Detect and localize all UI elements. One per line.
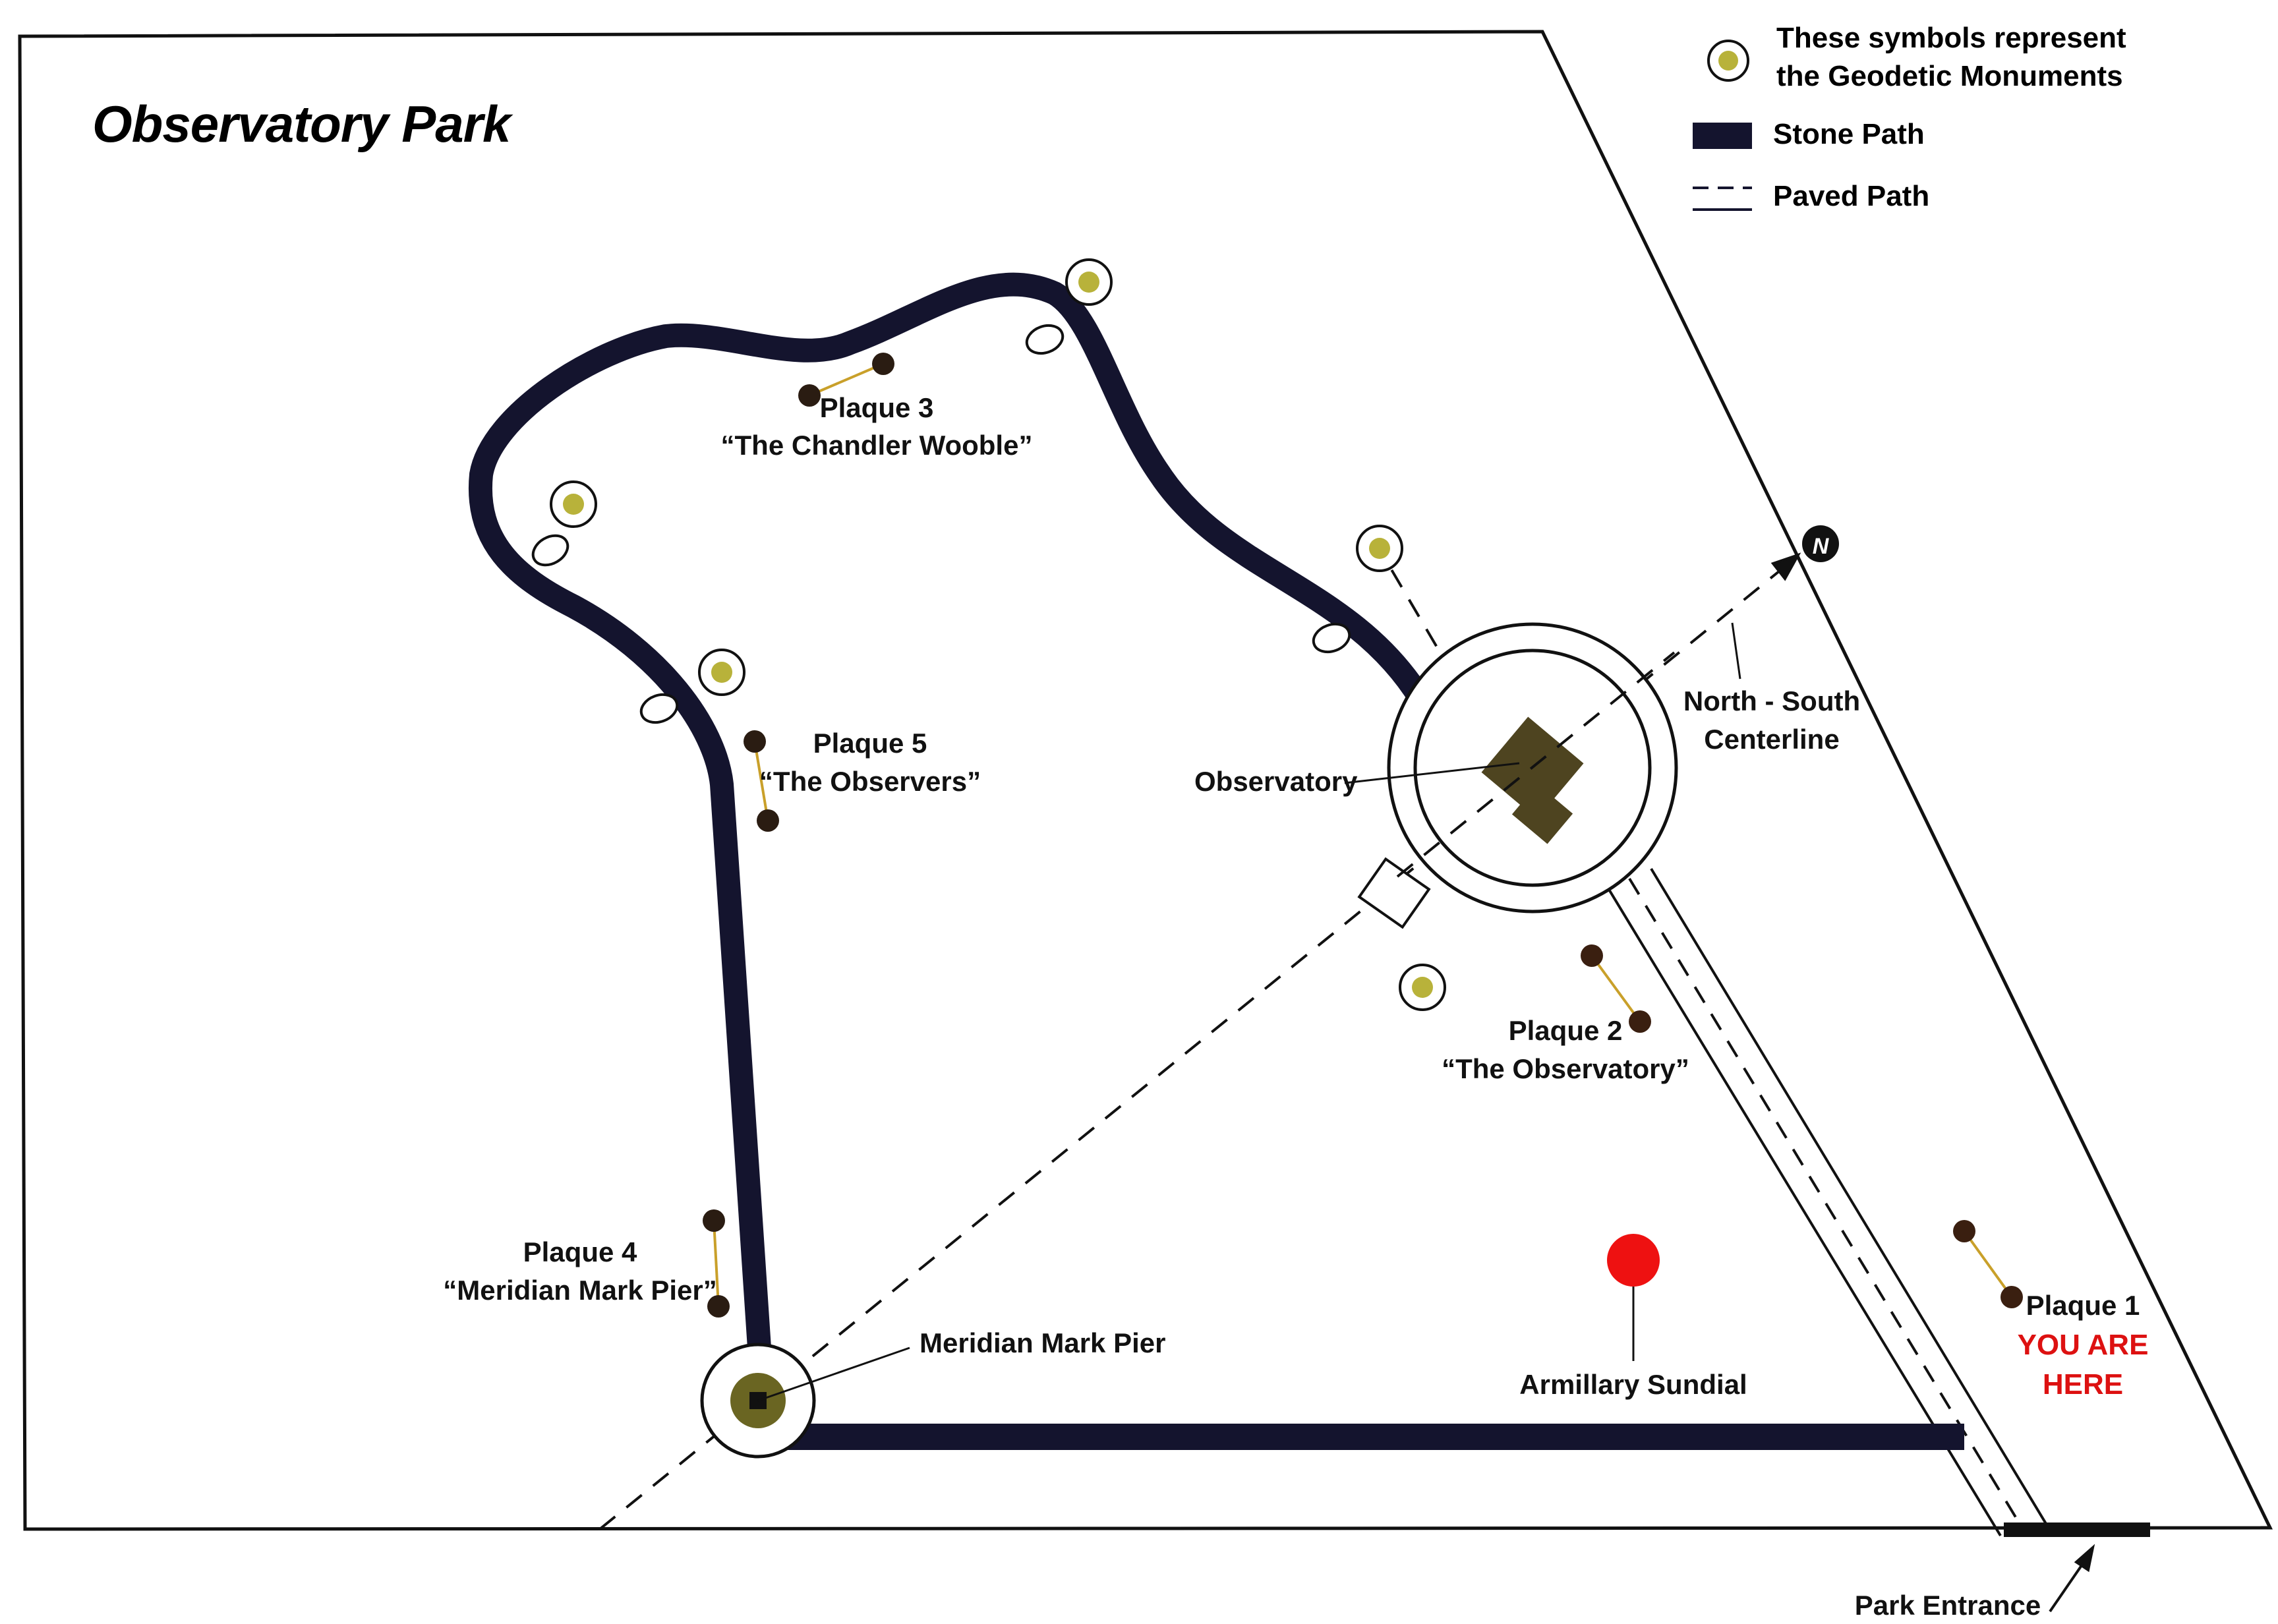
legend-paved-path-swatch <box>1693 187 1752 211</box>
plaque-2-marker <box>1581 944 1651 1033</box>
meridian-mark-pier-leader <box>757 1347 910 1402</box>
centerline-leader <box>1731 622 1741 680</box>
plaque-2-label: Plaque 2 <box>1509 1015 1623 1046</box>
observatory-leader <box>1344 762 1520 784</box>
plaque-2-subtitle: “The Observatory” <box>1442 1053 1689 1084</box>
observatory-label: Observatory <box>1194 766 1358 797</box>
plaque-1-marker <box>1953 1220 2023 1308</box>
centerline-label-2: Centerline <box>1704 724 1839 755</box>
legend-monument-label-1: These symbols represent <box>1776 22 2126 54</box>
legend-stone-path-label: Stone Path <box>1773 118 1925 150</box>
north-arrow-icon: N <box>1802 525 1839 562</box>
plaque-5-marker <box>744 730 779 832</box>
legend-monument-label-2: the Geodetic Monuments <box>1776 60 2123 92</box>
plaque-5-label: Plaque 5 <box>813 728 927 759</box>
plaque-5-subtitle: “The Observers” <box>759 766 981 797</box>
plaque-4-label: Plaque 4 <box>523 1236 637 1267</box>
plaque-3-subtitle: “The Chandler Wooble” <box>721 430 1033 461</box>
park-boundary <box>18 30 2273 1531</box>
park-entrance-label: Park Entrance <box>1855 1590 2041 1621</box>
plaque-4-subtitle: “Meridian Mark Pier” <box>443 1275 716 1306</box>
geodetic-monument-icon <box>1065 258 1113 306</box>
geodetic-monument-icon <box>550 480 597 528</box>
legend-monument-icon <box>1707 40 1749 82</box>
plaque-3-label: Plaque 3 <box>820 392 934 423</box>
meridian-mark-pier-label: Meridian Mark Pier <box>920 1327 1165 1358</box>
centerline-label-1: North - South <box>1683 685 1860 716</box>
map-title: Observatory Park <box>92 95 513 153</box>
geodetic-monument-icon <box>698 649 745 696</box>
you-are-here-label-2: HERE <box>2043 1368 2123 1401</box>
path-bumps <box>531 324 1351 724</box>
legend-paved-path-label: Paved Path <box>1773 180 1929 212</box>
park-entrance-arrow-icon <box>2049 1544 2095 1613</box>
centerline-overlay <box>1396 651 1676 878</box>
geodetic-monument-icon <box>1356 525 1403 572</box>
armillary-sundial-label: Armillary Sundial <box>1519 1369 1747 1400</box>
legend: These symbols represent the Geodetic Mon… <box>1693 22 2126 212</box>
stone-path <box>468 272 1432 1389</box>
geodetic-monument-icon <box>1399 964 1446 1011</box>
plaque-1-label: Plaque 1 <box>2026 1290 2140 1321</box>
legend-stone-path-swatch <box>1693 123 1752 149</box>
plaque-3-marker <box>798 353 894 407</box>
plaque-4-marker <box>703 1209 730 1318</box>
you-are-here-label-1: YOU ARE <box>2018 1329 2149 1361</box>
armillary-sundial-icon <box>1607 1234 1660 1287</box>
svg-text:N: N <box>1813 534 1830 559</box>
park-entrance-gate <box>2004 1522 2150 1537</box>
